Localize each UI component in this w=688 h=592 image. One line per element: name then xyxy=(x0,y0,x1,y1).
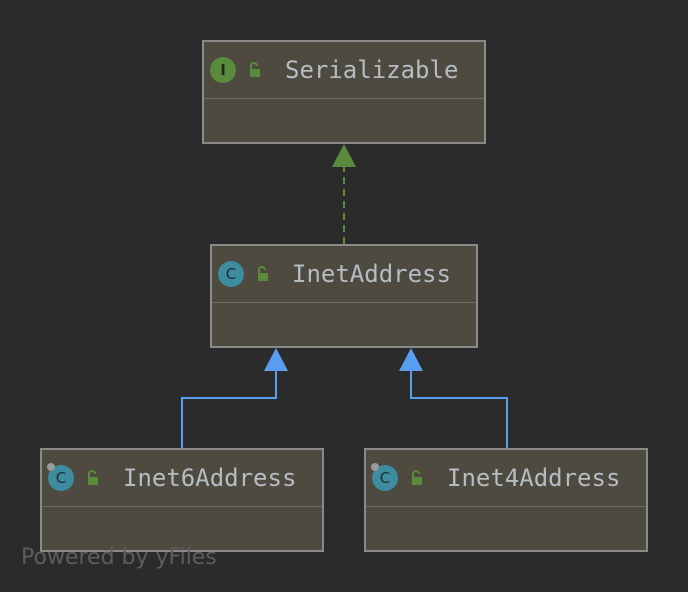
node-inet4address[interactable]: C Inet4Address xyxy=(364,448,648,552)
class-name: InetAddress xyxy=(292,260,451,288)
class-name: Inet4Address xyxy=(447,464,621,492)
extends-edge-inet4-inetaddress xyxy=(410,370,508,448)
final-marker-icon xyxy=(371,463,379,471)
interface-icon: I xyxy=(210,57,236,83)
node-header: I Serializable xyxy=(204,42,484,99)
open-lock-icon xyxy=(88,470,98,485)
powered-by-watermark: Powered by yFiles xyxy=(21,545,217,570)
class-icon: C xyxy=(218,261,244,287)
open-lock-icon xyxy=(250,62,260,77)
extends-arrowhead-inet6 xyxy=(264,348,288,371)
class-name: Inet6Address xyxy=(123,464,297,492)
open-lock-icon xyxy=(412,470,422,485)
node-inetaddress[interactable]: C InetAddress xyxy=(210,244,478,348)
node-inet6address[interactable]: C Inet6Address xyxy=(40,448,324,552)
node-serializable[interactable]: I Serializable xyxy=(202,40,486,144)
open-lock-icon xyxy=(258,266,268,281)
node-header: C Inet6Address xyxy=(42,450,322,507)
extends-edge-inet6-inetaddress xyxy=(181,370,277,448)
final-marker-icon xyxy=(47,463,55,471)
node-header: C InetAddress xyxy=(212,246,476,303)
class-name: Serializable xyxy=(285,56,459,84)
node-header: C Inet4Address xyxy=(366,450,646,507)
extends-arrowhead-inet4 xyxy=(399,348,423,371)
implements-arrowhead xyxy=(332,144,356,167)
